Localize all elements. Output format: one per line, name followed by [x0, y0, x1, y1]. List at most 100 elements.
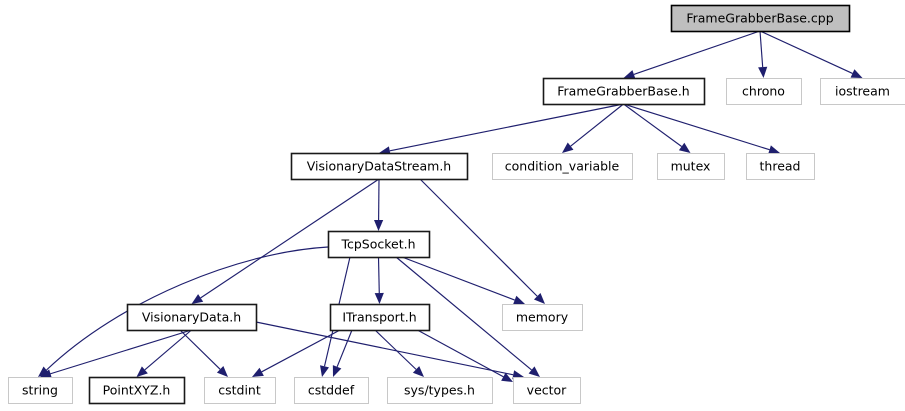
edge-arrowhead [191, 294, 204, 304]
edge-line [179, 329, 221, 370]
edge-line [623, 103, 682, 147]
node-box[interactable] [290, 152, 469, 181]
edge-tcpsocket_h-to-itransport_h [374, 256, 384, 304]
node-sys_types_h[interactable]: sys/types.h [387, 377, 493, 404]
edge-arrowhead [332, 365, 342, 377]
edge-visionarydatastream_h-to-tcpsocket_h [374, 178, 384, 231]
edge-line [623, 103, 770, 151]
node-box[interactable] [8, 377, 73, 404]
edge-line [401, 256, 515, 301]
edge-line [374, 329, 417, 370]
node-box[interactable] [204, 377, 276, 404]
edge-line [409, 325, 504, 378]
node-box[interactable] [329, 303, 431, 332]
edge-itransport_h-to-sys_types_h [374, 329, 424, 377]
edge-itransport_h-to-cstddef [332, 329, 353, 377]
edge-arrowhead [528, 366, 540, 377]
node-box[interactable] [502, 304, 583, 331]
edge-tcpsocket_h-to-vector [395, 256, 540, 377]
edge-itransport_h-to-cstdint [252, 329, 341, 377]
node-visionarydata_h[interactable]: VisionaryData.h [126, 303, 258, 332]
edge-line [46, 246, 329, 371]
edge-visionarydata_h-to-string [40, 329, 192, 379]
edge-visionarydatastream_h-to-visionarydata_h [191, 178, 380, 304]
edge-arrowhead [501, 372, 513, 382]
edge-line [336, 329, 353, 368]
edge-line [200, 178, 380, 299]
node-chrono[interactable]: chrono [726, 78, 802, 105]
edge-arrowhead [40, 369, 52, 379]
edge-framegrabberbase_h-to-condition_variable [562, 103, 624, 153]
edge-arrowhead [320, 365, 329, 377]
node-vector[interactable]: vector [513, 377, 581, 404]
edge-arrowhead [533, 292, 545, 304]
node-iostream[interactable]: iostream [820, 78, 905, 105]
edge-line [50, 329, 192, 375]
edge-arrowhead [768, 145, 780, 155]
node-memory[interactable]: memory [502, 304, 583, 331]
edge-arrowhead [412, 366, 424, 377]
edge-arrowhead [850, 69, 863, 78]
node-box[interactable] [327, 230, 431, 259]
edge-framegrabberbase_cpp-to-iostream [759, 30, 863, 78]
edge-itransport_h-to-vector [409, 325, 513, 382]
node-box[interactable] [88, 376, 186, 405]
edge-tcpsocket_h-to-memory [401, 256, 525, 305]
edge-line [570, 103, 624, 147]
node-box[interactable] [670, 4, 851, 33]
edge-arrowhead [374, 219, 384, 231]
node-box[interactable] [657, 153, 725, 180]
edge-framegrabberbase_h-to-thread [623, 103, 780, 155]
edge-line [261, 329, 341, 373]
edge-line [144, 329, 192, 371]
node-tcpsocket_h[interactable]: TcpSocket.h [327, 230, 431, 259]
edge-framegrabberbase_cpp-to-framegrabberbase_h [623, 30, 761, 79]
edge-arrowhead [678, 142, 691, 153]
node-cstddef[interactable]: cstddef [294, 377, 369, 404]
node-box[interactable] [746, 153, 815, 180]
node-condition_variable[interactable]: condition_variable [492, 153, 633, 180]
edge-line [255, 321, 514, 376]
edge-arrowhead [216, 366, 228, 377]
edge-arrowhead [562, 142, 574, 153]
edge-line [419, 178, 538, 297]
node-box[interactable] [726, 78, 802, 105]
edge-line [759, 30, 853, 74]
node-itransport_h[interactable]: ITransport.h [329, 303, 431, 332]
node-box[interactable] [820, 78, 905, 105]
edge-arrowhead [252, 367, 264, 377]
edge-framegrabberbase_h-to-visionarydatastream_h [379, 103, 624, 156]
node-pointxyz_h[interactable]: PointXYZ.h [88, 376, 186, 405]
node-string[interactable]: string [8, 377, 73, 404]
node-cstdint[interactable]: cstdint [204, 377, 276, 404]
node-box[interactable] [387, 377, 493, 404]
node-box[interactable] [542, 77, 706, 106]
edge-line [759, 30, 764, 68]
node-framegrabberbase_cpp[interactable]: FrameGrabberBase.cpp [670, 4, 851, 33]
node-box[interactable] [513, 377, 581, 404]
node-framegrabberbase_h[interactable]: FrameGrabberBase.h [542, 77, 706, 106]
edge-line [377, 256, 380, 294]
edge-arrowhead [374, 292, 384, 304]
node-visionarydatastream_h[interactable]: VisionaryDataStream.h [290, 152, 469, 181]
edge-arrowhead [513, 295, 525, 305]
edge-arrowhead [136, 366, 148, 377]
edge-line [633, 30, 761, 75]
node-box[interactable] [294, 377, 369, 404]
edge-visionarydata_h-to-cstdint [179, 329, 228, 377]
node-thread[interactable]: thread [746, 153, 815, 180]
edge-framegrabberbase_cpp-to-chrono [758, 30, 768, 78]
node-box[interactable] [126, 303, 258, 332]
edge-framegrabberbase_h-to-mutex [623, 103, 691, 153]
node-box[interactable] [492, 153, 633, 180]
node-mutex[interactable]: mutex [657, 153, 725, 180]
edge-arrowhead [758, 66, 768, 78]
edges-layer [38, 30, 863, 382]
edge-visionarydata_h-to-pointxyz_h [136, 329, 192, 377]
edge-visionarydatastream_h-to-memory [419, 178, 545, 304]
edge-line [395, 256, 532, 371]
edge-line [389, 103, 624, 152]
